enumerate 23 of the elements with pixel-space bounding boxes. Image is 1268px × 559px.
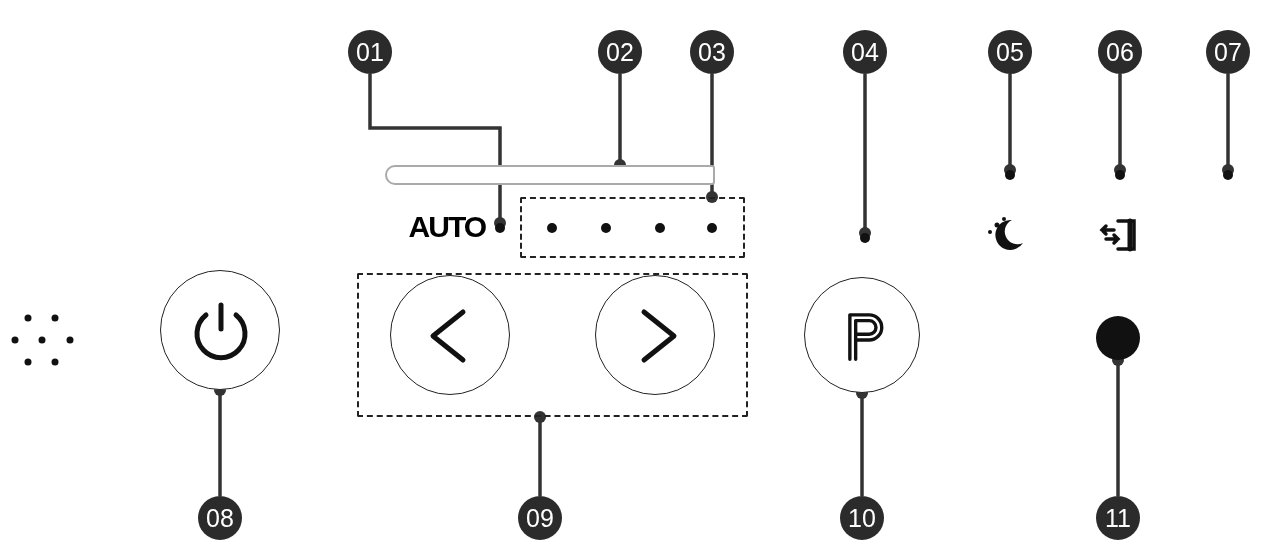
callout-number: 04 bbox=[843, 30, 887, 74]
indicator-light bbox=[860, 233, 870, 243]
indicator-light bbox=[1223, 170, 1233, 180]
callout-number: 10 bbox=[840, 496, 884, 540]
leader-line bbox=[534, 411, 546, 496]
callout-number: 09 bbox=[518, 496, 562, 540]
indicator-light bbox=[1115, 170, 1125, 180]
callout-number: 05 bbox=[988, 30, 1032, 74]
callout-number: 01 bbox=[348, 30, 392, 74]
callout-number: 06 bbox=[1098, 30, 1142, 74]
light-bar bbox=[385, 165, 715, 185]
callout-number: 03 bbox=[690, 30, 734, 74]
callout-number: 11 bbox=[1096, 496, 1140, 540]
sensor-dot bbox=[1096, 316, 1140, 360]
indicator-light bbox=[495, 223, 505, 233]
callout-number: 08 bbox=[198, 496, 242, 540]
indicator-light bbox=[1005, 170, 1015, 180]
callout-number: 07 bbox=[1206, 30, 1250, 74]
callout-number: 02 bbox=[598, 30, 642, 74]
leader-line bbox=[706, 74, 718, 203]
dashed-frame bbox=[520, 197, 745, 258]
mode-label: AUTO bbox=[408, 209, 485, 245]
dashed-frame bbox=[357, 273, 748, 417]
